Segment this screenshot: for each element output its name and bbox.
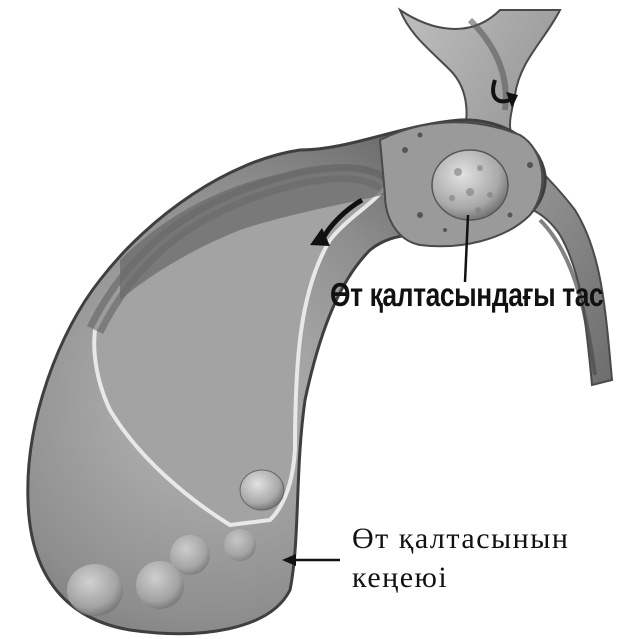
gallstone [432,150,508,220]
dilation-label-line1: Өт қалтасынын [352,522,569,556]
gallstone-label: Өт қалтасындағы тас [330,276,603,314]
dilation-label-line2: кеңеюі [352,561,448,595]
